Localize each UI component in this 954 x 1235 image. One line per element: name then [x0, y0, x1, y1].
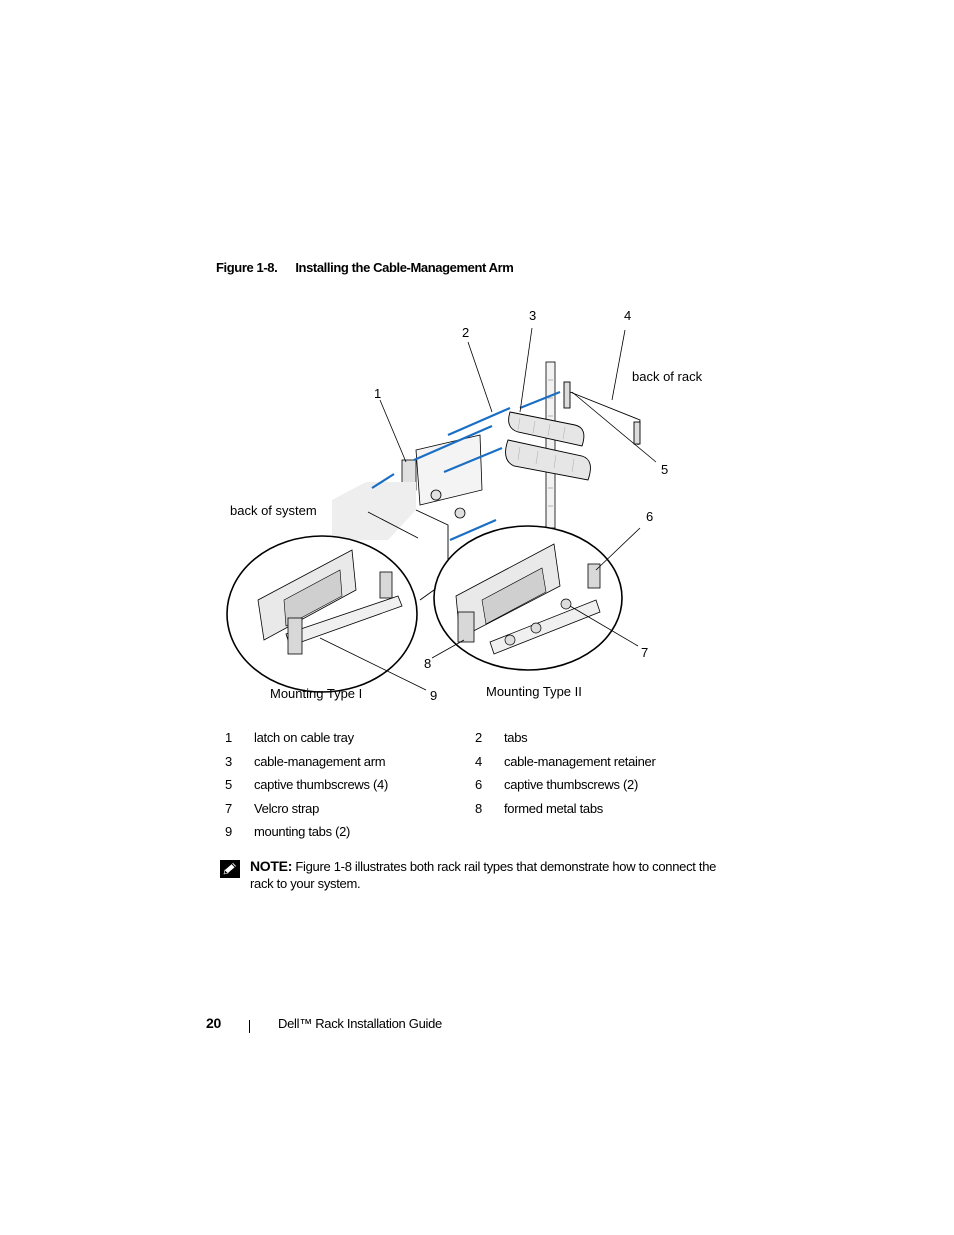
figure-number: Figure 1-8.: [216, 260, 278, 275]
legend-row: 9 mounting tabs (2): [222, 824, 722, 848]
legend-number: 8: [475, 800, 482, 816]
figure-legend: 1 latch on cable tray 2 tabs 3 cable-man…: [222, 730, 722, 848]
rack-post: [545, 361, 556, 529]
legend-text: tabs: [504, 730, 528, 745]
note-label: NOTE:: [250, 858, 293, 874]
legend-text: cable-management arm: [254, 753, 386, 769]
callout-7: 7: [641, 645, 649, 660]
legend-row: 7 Velcro strap 8 formed metal tabs: [222, 801, 722, 825]
cable-management-retainer: [563, 381, 641, 446]
legend-text: mounting tabs (2): [254, 824, 351, 839]
legend-text: captive thumbscrews (4): [254, 777, 388, 792]
legend-row: 3 cable-management arm 4 cable-managemen…: [222, 754, 722, 778]
legend-number: 6: [475, 777, 482, 792]
figure-illustration: 1 2 3 4 5 6 7 8 9 back of rack back of s…: [220, 300, 740, 720]
cable-arm-diagram: [226, 327, 657, 693]
callout-5: 5: [661, 462, 669, 477]
legend-number: 5: [225, 777, 232, 792]
figure-caption: Figure 1-8. Installing the Cable-Manageme…: [216, 260, 514, 275]
legend-number: 2: [475, 730, 482, 745]
inset-mounting-type-1: [226, 535, 418, 693]
legend-text: cable-management retainer: [504, 753, 656, 769]
page-footer: 20 Dell™ Rack Installation Guide: [206, 1015, 606, 1035]
legend-text: latch on cable tray: [254, 730, 354, 745]
label-back-of-rack: back of rack: [632, 369, 703, 384]
pencil-note-icon: [220, 860, 240, 878]
callout-3: 3: [529, 308, 537, 323]
footer-divider: [249, 1020, 250, 1033]
legend-row: 5 captive thumbscrews (4) 6 captive thum…: [222, 777, 722, 801]
legend-text: formed metal tabs: [504, 800, 603, 816]
page-number: 20: [206, 1015, 221, 1031]
legend-number: 4: [475, 753, 482, 769]
callout-9: 9: [430, 688, 438, 703]
legend-number: 3: [225, 753, 232, 769]
legend-number: 9: [225, 824, 232, 839]
cable-management-arm: [505, 411, 591, 481]
legend-row: 1 latch on cable tray 2 tabs: [222, 730, 722, 754]
label-mounting-type-1: Mounting Type I: [270, 686, 363, 701]
callout-1: 1: [374, 386, 382, 401]
legend-text: captive thumbscrews (2): [504, 777, 638, 792]
footer-title: Dell™ Rack Installation Guide: [278, 1016, 442, 1031]
inset-mounting-type-2: [433, 525, 623, 671]
callout-4: 4: [624, 308, 632, 323]
note-text-block: NOTE: Figure 1-8 illustrates both rack r…: [250, 858, 720, 892]
note-body: Figure 1-8 illustrates both rack rail ty…: [250, 859, 717, 891]
legend-number: 7: [225, 800, 232, 816]
callout-leaders: [319, 327, 657, 691]
callout-2: 2: [462, 325, 470, 340]
legend-number: 1: [225, 730, 232, 745]
label-back-of-system: back of system: [230, 503, 317, 518]
legend-text: Velcro strap: [254, 800, 320, 816]
callout-8: 8: [424, 656, 432, 671]
callout-6: 6: [646, 509, 654, 524]
label-mounting-type-2: Mounting Type II: [486, 684, 582, 699]
figure-title: Installing the Cable-Management Arm: [295, 260, 514, 275]
